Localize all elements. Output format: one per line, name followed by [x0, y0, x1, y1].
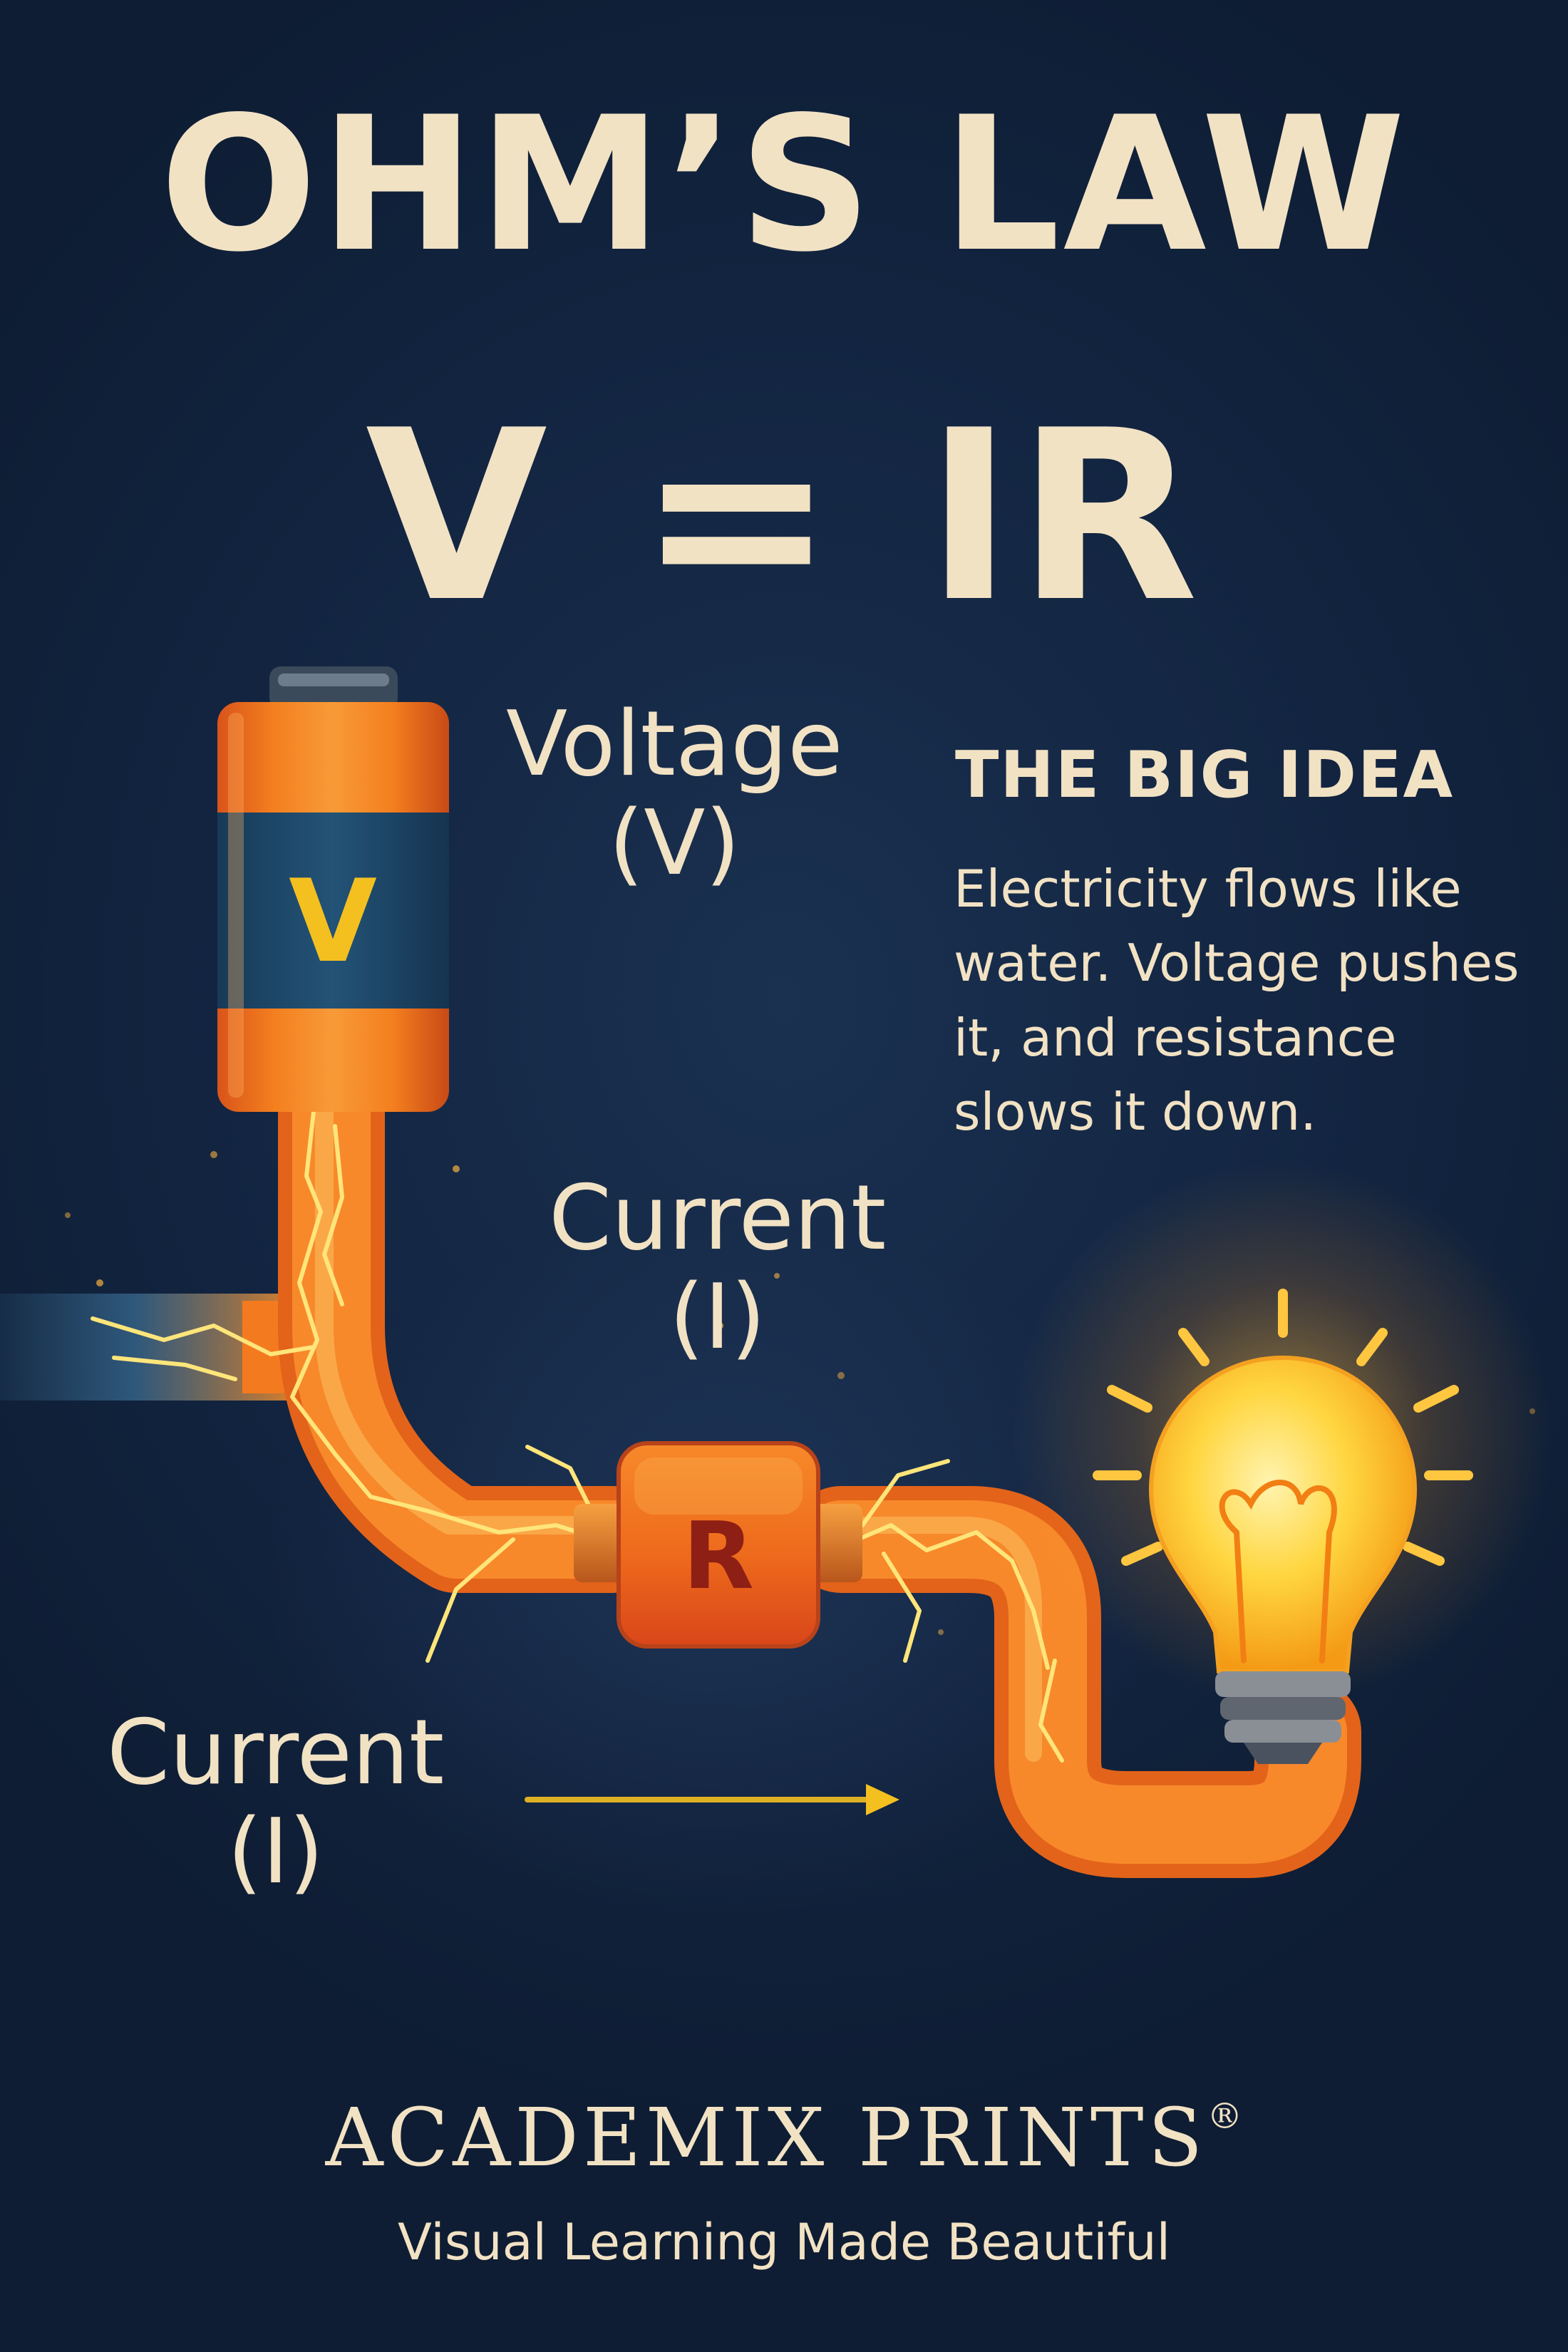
battery-symbol: V: [289, 855, 377, 988]
brand-tagline: Visual Learning Made Beautiful: [397, 2213, 1171, 2271]
current-label-mid-symbol: (I): [669, 1264, 766, 1369]
brand-name-text: ACADEMIX PRINTS: [325, 2092, 1207, 2185]
voltage-label: Voltage (V): [506, 691, 843, 895]
voltage-label-word: Voltage: [506, 691, 843, 796]
resistor-symbol: R: [683, 1502, 754, 1610]
electric-arcs: [91, 1110, 1064, 1763]
current-label-left: Current (I): [107, 1703, 444, 1901]
page-title: OHM’S LAW: [160, 78, 1408, 293]
current-label-left-word: Current: [107, 1700, 445, 1805]
voltage-label-symbol: (V): [609, 790, 741, 895]
registered-mark: ®: [1207, 2095, 1243, 2137]
current-label-mid: Current (I): [549, 1165, 887, 1369]
brand-name: ACADEMIX PRINTS®: [0, 2092, 1568, 2185]
big-idea-body: Electricity flows like water. Voltage pu…: [954, 859, 1520, 1143]
current-arrow-icon: [525, 1784, 899, 1815]
resistor-icon: R: [574, 1441, 862, 1649]
current-label-mid-word: Current: [549, 1165, 887, 1270]
light-bulb-icon: [1012, 1162, 1554, 1764]
battery-icon: V: [217, 666, 449, 1112]
big-idea-heading: THE BIG IDEA: [955, 738, 1455, 813]
ohms-law-formula: V = IR: [365, 380, 1203, 654]
current-label-left-symbol: (I): [227, 1798, 324, 1904]
